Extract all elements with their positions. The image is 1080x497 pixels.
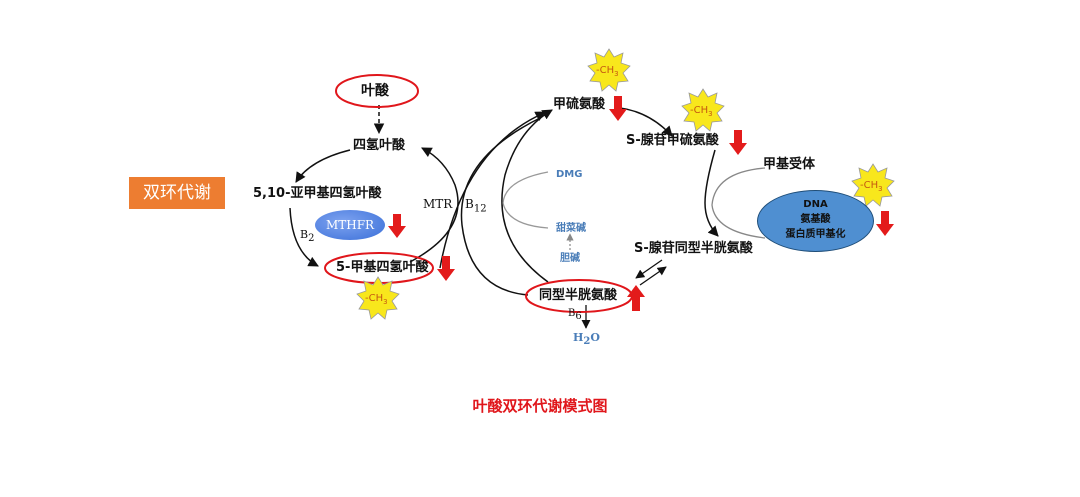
dmg-label: DMG [556,169,583,180]
b2-label: B2 [300,227,314,247]
badge-left-sub: 3 [383,298,388,306]
methyl-thf-down-arrow [437,256,455,281]
badge-left-ch: -CH [365,293,384,304]
methyl-to-thf-arc [409,147,459,263]
badge-top-sub: 3 [614,70,619,78]
methyl-badge-left [356,276,400,320]
water-o: O [590,331,600,344]
badge-top-ch: -CH [596,65,615,76]
met-to-sam-arc [619,107,673,137]
water-label: H2O [573,330,600,350]
sah-label: S-腺苷同型半胱氨酸 [634,241,753,256]
b2-subscript: 2 [308,233,315,245]
bhmt-curve [502,171,549,229]
sam-label: S-腺苷甲硫氨酸 [626,133,719,148]
mthfr-down-arrow [388,214,406,238]
diagram-caption: 叶酸双环代谢模式图 [472,397,608,415]
methyl-badge-top [587,48,631,92]
mtr-label: MTR [423,197,453,211]
methyl-acceptor-curve [711,167,766,239]
b12-subscript: 12 [473,203,487,215]
b12-letter: B [465,197,474,211]
folate-label: 叶酸 [361,83,389,99]
badge-sam-ch: -CH [690,105,709,116]
methyl-thf-label: 5-甲基四氢叶酸 [336,260,429,275]
methyl-badge-sam [681,88,725,132]
b6-subscript: 6 [575,311,582,322]
methyl-acceptor-label: 甲基受体 [763,157,816,172]
target-protein-methylation: 蛋白质甲基化 [785,229,846,240]
target-amino-acid: 氨基酸 [800,214,831,225]
methionine-label: 甲硫氨酸 [553,97,606,112]
mthfr-enzyme: MTHFR [315,210,385,240]
b2-letter: B [300,228,309,241]
sah-hcy-reversible-arrow-1 [635,259,663,279]
mtr-arc-inner [460,117,541,296]
methylation-down-arrow [876,211,894,236]
methyl-badge-sam-text: -CH3 [690,103,713,122]
methylene-thf-label: 5,10-亚甲基四氢叶酸 [253,186,382,201]
methylation-target: DNA 氨基酸 蛋白质甲基化 [757,190,874,252]
betaine-label: 甜菜碱 [556,223,586,234]
b6-letter: B [568,308,576,319]
methyl-badge-target-text: -CH3 [860,178,883,197]
side-tag: 双环代谢 [129,177,225,209]
sam-down-arrow [729,130,747,155]
homocysteine-up-arrow [627,285,645,311]
badge-target-sub: 3 [878,185,883,193]
methylene-to-methyl-arc [289,207,319,267]
target-dna: DNA [803,199,828,210]
thf-label: 四氢叶酸 [353,138,406,153]
b6-label: B6 [568,306,582,325]
sam-to-sah-arc [704,149,719,237]
water-subscript: 2 [583,336,591,348]
methyl-badge-target [851,163,895,207]
hcy-to-met-arc [501,109,553,283]
thf-to-methylene-arc [295,149,351,183]
methyl-badge-left-text: -CH3 [365,291,388,310]
folate-highlight-ring [335,74,419,108]
methionine-down-arrow [609,96,627,121]
homocysteine-label: 同型半胱氨酸 [539,288,618,303]
badge-target-ch: -CH [860,180,879,191]
choline-label: 胆碱 [560,253,580,264]
methyl-badge-top-text: -CH3 [596,63,619,82]
badge-sam-sub: 3 [708,110,713,118]
water-h: H [573,331,584,344]
b12-label: B12 [465,196,487,217]
sah-hcy-reversible-arrow-2 [639,266,667,286]
